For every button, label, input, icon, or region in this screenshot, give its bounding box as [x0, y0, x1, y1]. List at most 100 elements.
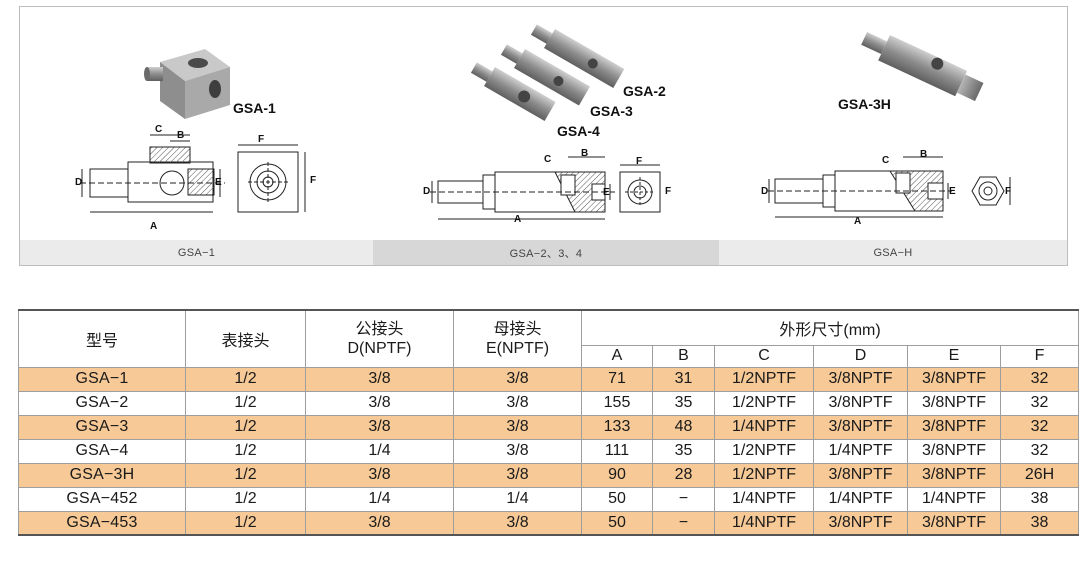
cell-dim-b: 28	[652, 462, 715, 488]
cell-dim-b: 35	[652, 390, 715, 416]
cell-dim-b: 35	[652, 438, 715, 464]
gsa1-photo	[144, 49, 230, 119]
label-gsa1: GSA-1	[233, 100, 276, 116]
cell-model: GSA−2	[18, 390, 186, 416]
gsa1-end-view	[237, 144, 306, 213]
gsa234-end-view	[619, 164, 661, 213]
table-row: GSA−452 1/2 1/4 1/4 50 − 1/4NPTF 1/4NPTF…	[18, 486, 1080, 512]
cell-female: 3/8	[453, 390, 582, 416]
table-row: GSA−3H 1/2 3/8 3/8 90 28 1/2NPTF 3/8NPTF…	[18, 462, 1080, 488]
dim-b-gsa234: B	[581, 148, 589, 159]
header-dim-b: B	[652, 344, 715, 368]
cell-dim-a: 155	[581, 390, 653, 416]
header-male-sub: D(NPTF)	[347, 339, 412, 357]
dim-f-top-gsa1: F	[258, 134, 265, 145]
header-male-title: 公接头	[355, 320, 404, 338]
cell-male: 3/8	[305, 510, 454, 536]
cell-male: 1/4	[305, 486, 454, 512]
cell-gauge: 1/2	[185, 390, 306, 416]
cell-dim-f: 32	[999, 438, 1080, 464]
cell-dim-d: 1/4NPTF	[813, 438, 908, 464]
gsa3h-photo	[861, 32, 984, 102]
gsa3h-end-view	[971, 176, 1011, 206]
header-dim-f: F	[999, 344, 1080, 368]
cell-model: GSA−3	[18, 414, 186, 440]
cell-dim-c: 1/4NPTF	[714, 486, 814, 512]
cell-dim-f: 32	[999, 390, 1080, 416]
cell-dim-e: 3/8NPTF	[907, 510, 1001, 536]
dim-f-gsa3h: F	[1005, 186, 1012, 197]
cell-dim-e: 3/8NPTF	[907, 366, 1001, 392]
header-dim-e: E	[907, 344, 1001, 368]
caption-gsah: GSA−H	[719, 240, 1067, 265]
gsa3h-side-drawing	[768, 156, 952, 218]
cell-dim-a: 50	[581, 510, 653, 536]
gsa1-side-drawing	[80, 134, 225, 213]
cell-dim-c: 1/2NPTF	[714, 462, 814, 488]
label-gsa4: GSA-4	[557, 123, 600, 139]
cell-model: GSA−452	[18, 486, 186, 512]
label-gsa3h: GSA-3H	[838, 96, 891, 112]
cell-dim-e: 3/8NPTF	[907, 390, 1001, 416]
dim-e-gsa234: E	[603, 187, 610, 198]
cell-male: 3/8	[305, 462, 454, 488]
product-figure-panel: GSA-1 GSA-2 GSA-3 GSA-4 GSA-3H C B D E A…	[19, 6, 1068, 266]
dim-a-gsa3h: A	[854, 216, 862, 227]
dim-f-side-gsa1: F	[310, 175, 317, 186]
cell-dim-e: 1/4NPTF	[907, 486, 1001, 512]
figure-caption-bar: GSA−1 GSA−2、3、4 GSA−H	[20, 240, 1067, 265]
cell-dim-c: 1/4NPTF	[714, 414, 814, 440]
cell-dim-e: 3/8NPTF	[907, 414, 1001, 440]
table-row: GSA−453 1/2 3/8 3/8 50 − 1/4NPTF 3/8NPTF…	[18, 510, 1080, 536]
product-drawings-svg	[80, 24, 1011, 220]
dim-f-top-gsa234: F	[636, 156, 643, 167]
header-dim-a: A	[581, 344, 653, 368]
cell-dim-a: 50	[581, 486, 653, 512]
cell-dim-b: −	[652, 510, 715, 536]
cell-gauge: 1/2	[185, 366, 306, 392]
label-gsa2: GSA-2	[623, 83, 666, 99]
cell-dim-b: −	[652, 486, 715, 512]
cell-dim-d: 3/8NPTF	[813, 414, 908, 440]
cell-dim-f: 38	[999, 486, 1080, 512]
cell-female: 3/8	[453, 438, 582, 464]
dim-b-gsa1: B	[177, 130, 185, 141]
cell-dim-a: 133	[581, 414, 653, 440]
cell-model: GSA−3H	[18, 462, 186, 488]
dim-e-gsa1: E	[215, 177, 222, 188]
header-dimensions: 外形尺寸(mm)	[580, 309, 1080, 346]
cell-model: GSA−453	[18, 510, 186, 536]
cell-model: GSA−1	[18, 366, 186, 392]
dim-c-gsa234: C	[544, 154, 552, 165]
spec-table-body: GSA−1 1/2 3/8 3/8 71 31 1/2NPTF 3/8NPTF …	[18, 366, 1080, 536]
cell-dim-c: 1/2NPTF	[714, 366, 814, 392]
label-gsa3: GSA-3	[590, 103, 633, 119]
cell-male: 3/8	[305, 414, 454, 440]
cell-dim-d: 3/8NPTF	[813, 462, 908, 488]
dim-d-gsa1: D	[75, 177, 83, 188]
cell-dim-c: 1/2NPTF	[714, 390, 814, 416]
dim-f-side-gsa234: F	[665, 186, 672, 197]
cell-gauge: 1/2	[185, 438, 306, 464]
cell-dim-a: 90	[581, 462, 653, 488]
cell-dim-a: 111	[581, 438, 653, 464]
dim-a-gsa234: A	[514, 214, 522, 225]
cell-female: 3/8	[453, 462, 582, 488]
gsa234-photo	[470, 24, 625, 122]
cell-male: 3/8	[305, 366, 454, 392]
header-female-title: 母接头	[493, 320, 542, 338]
cell-dim-f: 26H	[999, 462, 1080, 488]
dim-d-gsa234: D	[423, 186, 431, 197]
header-female: 母接头 E(NPTF)	[453, 309, 582, 368]
cell-gauge: 1/2	[185, 486, 306, 512]
table-row: GSA−1 1/2 3/8 3/8 71 31 1/2NPTF 3/8NPTF …	[18, 366, 1080, 392]
table-row: GSA−4 1/2 1/4 3/8 111 35 1/2NPTF 1/4NPTF…	[18, 438, 1080, 464]
header-gauge: 表接头	[185, 309, 306, 368]
header-model: 型号	[18, 309, 186, 368]
cell-dim-a: 71	[581, 366, 653, 392]
cell-dim-e: 3/8NPTF	[907, 462, 1001, 488]
cell-female: 3/8	[453, 366, 582, 392]
cell-dim-f: 38	[999, 510, 1080, 536]
dim-d-gsa3h: D	[761, 186, 769, 197]
table-row: GSA−2 1/2 3/8 3/8 155 35 1/2NPTF 3/8NPTF…	[18, 390, 1080, 416]
